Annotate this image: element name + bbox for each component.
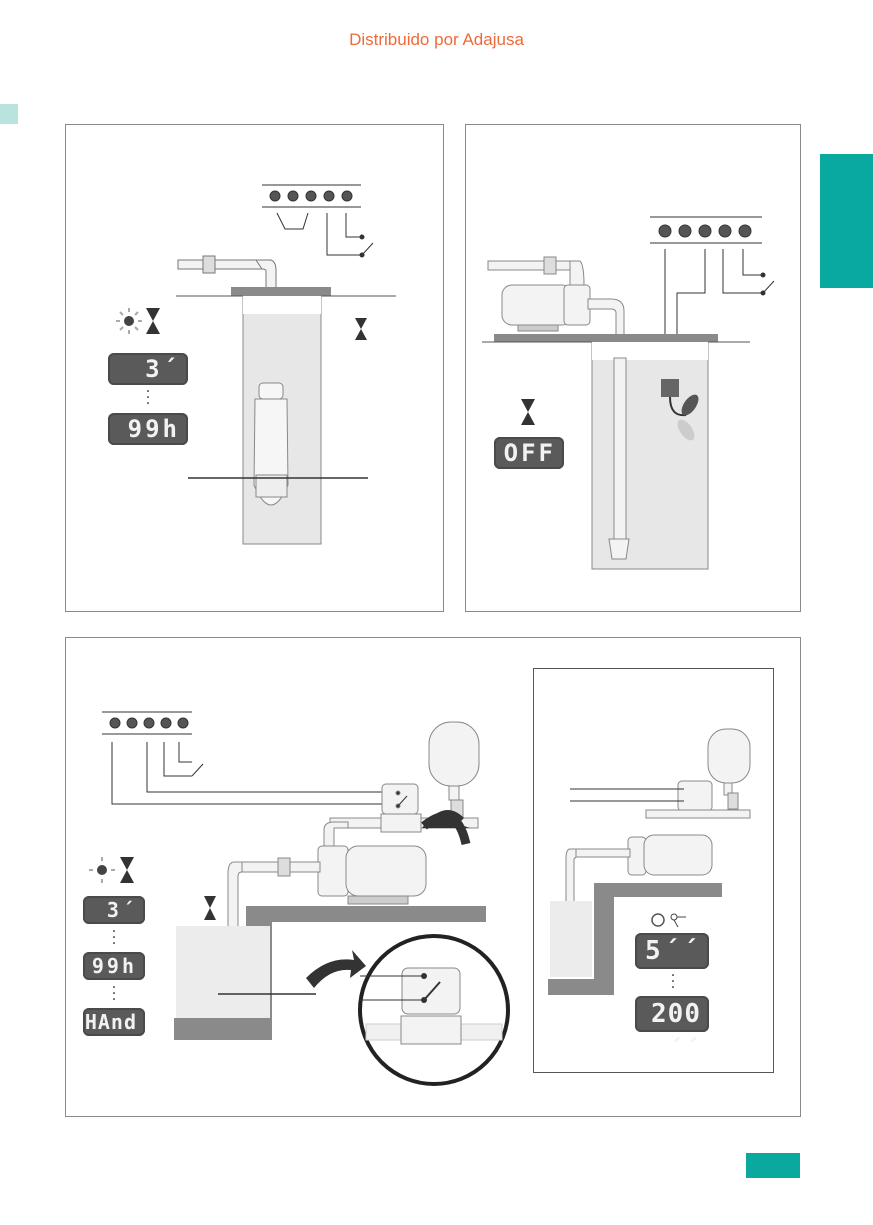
chapter-tab [820,154,873,288]
led-off-icon [652,914,664,926]
blinking-led-icon [89,857,115,883]
pressure-vessel [429,722,479,800]
distributor-header: Distribuido por Adajusa [0,30,873,50]
lcd-max-time: 99h [83,952,145,980]
page-number-tab [746,1153,800,1178]
ground-slab [494,334,718,342]
pressure-switch [570,781,750,818]
ellipsis-vertical: ··· [109,929,119,947]
lcd-min-seconds: 5´´ [635,933,709,969]
lcd-hand-mode: HAnd [83,1008,145,1036]
lcd-min-time: 3´ [108,353,188,385]
curved-arrow-2 [306,950,366,988]
inset-pressure-switch-mode: 5´´ ··· 200´´ [533,668,774,1073]
surface-pump-diagram [466,125,800,611]
hourglass-icon [521,399,535,425]
ground-slab [231,287,331,296]
pressure-switch-icon [671,914,686,927]
pressure-vessel [708,729,750,795]
ellipsis-vertical: ··· [668,973,678,991]
tank-water [176,926,270,1018]
panel-submersible-pump: 3´ ··· 99h [65,124,444,612]
panel-pressure-system: 3´ ··· 99h ··· HAnd [65,637,801,1117]
hourglass-icon-small [204,896,216,920]
hourglass-icon [146,308,160,334]
lcd-max-seconds: 200´´ [635,996,709,1032]
lcd-off: OFF [494,437,564,469]
blinking-led-icon [116,308,142,334]
foot-valve [609,539,629,559]
terminal-block [262,185,373,257]
tank-water [592,342,708,569]
lcd-min-time: 3´ [83,896,145,924]
hourglass-icon-small [355,318,367,340]
panel-surface-pump: OFF [465,124,801,612]
ellipsis-vertical: ··· [143,389,153,407]
zoom-detail [360,936,508,1084]
submersible-pump [254,383,288,505]
terminal-block [102,712,382,804]
section-tab-marker [0,104,18,124]
lcd-max-time: 99h [108,413,188,445]
hourglass-icon [120,857,134,883]
ellipsis-vertical-2: ··· [109,985,119,1003]
